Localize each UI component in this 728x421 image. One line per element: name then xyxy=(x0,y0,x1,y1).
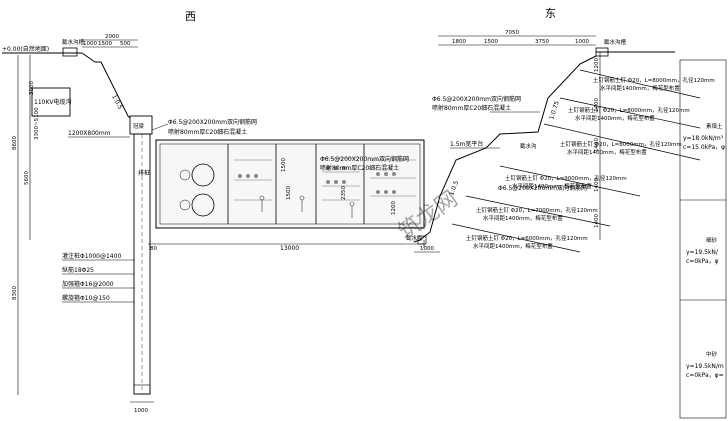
tunnel-mesh-note-2: 喷射80mm厚C20细石混凝土 xyxy=(320,164,399,172)
west-dim-2000: 2000 xyxy=(105,34,119,40)
soil-3-gamma: γ=19.5kN/m xyxy=(686,363,724,370)
east-vdim-5: 1400 xyxy=(594,214,600,228)
tunnel-width-label: 13000 xyxy=(280,245,299,252)
hatch-1500a: 1500 xyxy=(281,158,287,172)
east-bottom-dim: 1000 xyxy=(420,246,434,252)
west-dim-1500: 1500 xyxy=(98,41,112,47)
soil-1-name: 素填土 xyxy=(706,122,723,130)
west-mesh-note-2: 喷射80mm厚C20细石混凝土 xyxy=(168,128,247,136)
nail-5-line1: 土钉钢筋土钉 Φ20，L=7000mm，孔径120mm xyxy=(476,206,598,214)
pile-spec-4: 螺旋箍Φ10@150 xyxy=(62,294,110,302)
nail-1-line2: 水平间距1400mm，梅花型布置 xyxy=(600,84,680,92)
west-dim-1000: 1000 xyxy=(83,41,97,47)
east-slope-ratio-1: 1:0.75 xyxy=(548,100,561,121)
hatch-2350: 2350 xyxy=(341,186,347,200)
tunnel-offset-label: 80 xyxy=(150,246,157,252)
pile-size-label: 1200X800mm xyxy=(68,130,111,137)
west-dim-500: 500 xyxy=(120,41,131,47)
west-drain xyxy=(62,47,78,57)
west-mesh-note-1: Φ6.5@200X200mm双向钢筋网 xyxy=(168,118,257,126)
west-label: 西 xyxy=(185,10,196,23)
east-total-dim: 7050 xyxy=(505,30,519,36)
tunnel-mesh-note-1: Φ6.5@200X200mm双向钢筋网 xyxy=(320,155,409,163)
nail-4-line1: 土钉钢筋土钉 Φ20，L=9000mm，孔径120mm xyxy=(505,174,627,182)
east-dim-1000: 1000 xyxy=(575,39,589,45)
east-vdim-2: 1400 xyxy=(594,98,600,112)
hatch-1500b: 1500 xyxy=(286,186,292,200)
east-dim-1800: 1800 xyxy=(452,39,466,45)
east-drain-label: 截水沟槽 xyxy=(604,38,627,46)
utility-tunnel xyxy=(155,139,425,229)
nail-2-line2: 水平间距1400mm，梅花型布置 xyxy=(575,114,655,122)
nail-4-line2: 水平间距1400mm，梅花型布置 xyxy=(512,182,592,190)
soil-2-name: 细砂 xyxy=(706,236,718,244)
west-slope-ratio: 1:0.5 xyxy=(110,94,123,111)
soil-1-props: c=15.0kPa，φ xyxy=(683,144,725,151)
west-vdim-1000: 1000 xyxy=(134,408,148,414)
pile-label: 排桩 xyxy=(138,169,150,177)
west-vdim-range: 3300~5100 xyxy=(34,107,40,140)
nail-6-line2: 水平间距1400mm，梅花型布置 xyxy=(473,242,553,250)
east-slope-ratio-2: 1:0.5 xyxy=(448,180,460,197)
east-vdim-3: 1400 xyxy=(594,138,600,152)
cable-pit-label: 110KV电缆沟 xyxy=(34,98,72,106)
west-vdim-8600: 8600 xyxy=(12,136,18,150)
east-drain-mid: 截水沟 xyxy=(520,142,537,150)
datum-label: +0.00(自然地面) xyxy=(2,45,49,53)
soil-2-props: c=0kPa，φ xyxy=(686,258,719,265)
hatch-1200: 1200 xyxy=(391,201,397,215)
soil-2-gamma: γ=19.5kN/ xyxy=(686,249,719,256)
west-vdim-5600: 5600 xyxy=(24,171,30,185)
east-dim-3750: 3750 xyxy=(535,39,549,45)
soil-3-name: 中砂 xyxy=(706,350,718,358)
east-vdim-4: 1400 xyxy=(594,178,600,192)
east-label: 东 xyxy=(545,7,556,20)
east-drain-bottom-label: 截水沟 xyxy=(406,234,423,242)
east-mesh-low-1: Φ6.5@200X200mm双向钢筋网 xyxy=(498,184,587,192)
soil-panel xyxy=(679,59,727,419)
east-dim-1500: 1500 xyxy=(484,39,498,45)
east-mesh-note-2: 喷射80mm厚C20细石混凝土 xyxy=(432,104,511,112)
nail-2-line1: 土钉钢筋土钉 Φ20，L=8000mm，孔径120mm xyxy=(568,106,690,114)
pile-spec-1: 灌注桩Φ1000@1400 xyxy=(62,252,121,260)
west-vdim-3000: 3000 xyxy=(29,81,35,95)
platform-label: 1.5m宽平台 xyxy=(450,140,483,148)
soil-1-gamma: γ=18.0kN/m³ xyxy=(683,135,724,142)
west-drain-label: 截水沟槽 xyxy=(62,38,85,46)
west-slope xyxy=(81,52,131,119)
pile-spec-3: 加强箍Φ16@2000 xyxy=(62,280,114,288)
nail-3-line1: 土钉钢筋土钉 Φ20，L=8000mm，孔径120mm xyxy=(560,140,682,148)
pile-spec-2: 纵筋18Φ25 xyxy=(62,266,94,274)
east-vdim-1: 1200 xyxy=(594,58,600,72)
east-mesh-note-1: Φ6.5@200X200mm双向钢筋网 xyxy=(432,95,521,103)
nail-3-line2: 水平间距1400mm，梅花型布置 xyxy=(567,148,647,156)
west-vdim-8300: 8300 xyxy=(12,286,18,300)
crown-beam-label: 冠梁 xyxy=(133,122,145,130)
cable-pit xyxy=(31,87,71,117)
nail-5-line2: 水平间距1400mm，梅花型布置 xyxy=(483,214,563,222)
nail-1-line1: 土钉钢筋土钉 Φ20，L=8000mm，孔径120mm xyxy=(593,76,715,84)
nail-6-line1: 土钉钢筋土钉 Φ20，L=6000mm，孔径120mm xyxy=(466,234,588,242)
soil-3-props: c=0kPa，φ= xyxy=(686,372,724,379)
